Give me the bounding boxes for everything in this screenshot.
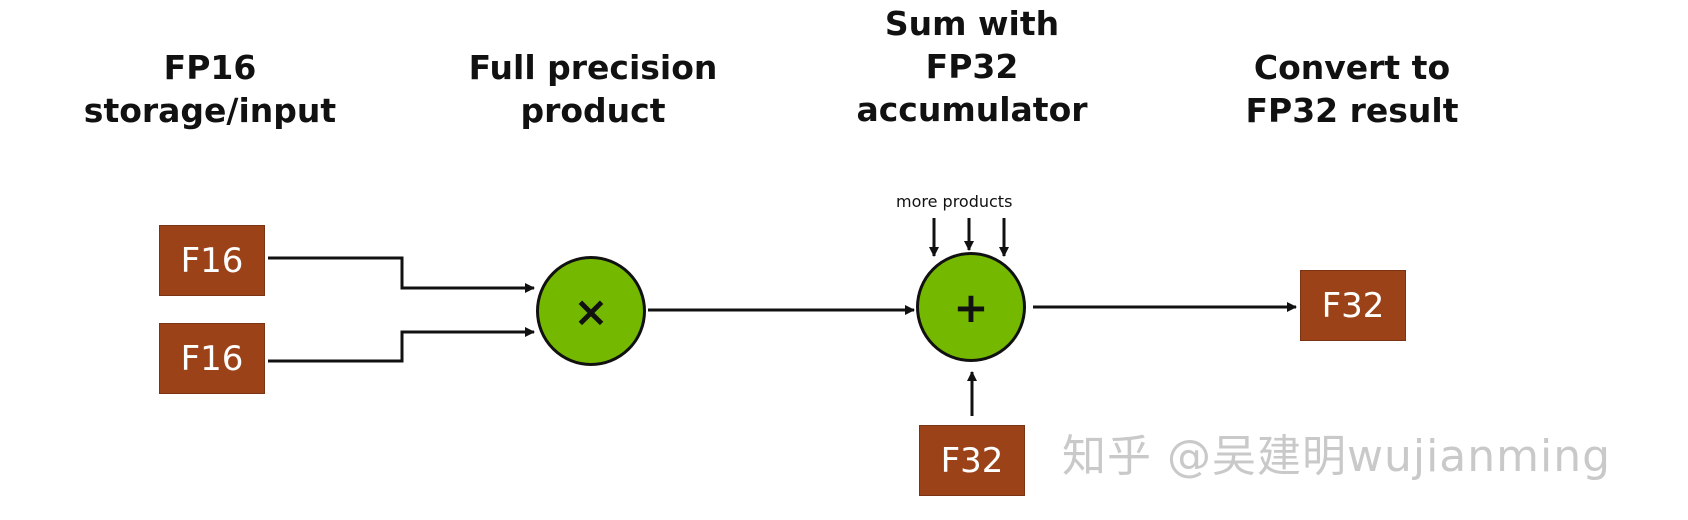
heading-line: storage/input (83, 91, 337, 130)
accumulator-box: F32 (919, 425, 1025, 496)
multiply-node: × (536, 256, 646, 366)
add-node: + (916, 252, 1026, 362)
plus-icon: + (953, 282, 989, 332)
heading-line: FP32 (925, 47, 1019, 86)
wire-input-a-to-multiply (268, 256, 535, 293)
result-box: F32 (1300, 270, 1406, 341)
watermark: 知乎 @吴建明wujianming (1062, 431, 1612, 482)
multiply-icon: × (573, 286, 609, 336)
heading-sum-with-accumulator: Sum with FP32 accumulator (842, 2, 1102, 131)
heading-storage-input: FP16 storage/input (80, 46, 340, 132)
heading-line: Full precision (468, 48, 718, 87)
input-box-b: F16 (159, 323, 265, 394)
heading-line: product (520, 91, 666, 130)
input-box-a: F16 (159, 225, 265, 296)
heading-full-precision-product: Full precision product (463, 46, 723, 132)
more-products-label: more products (896, 192, 1013, 211)
heading-line: accumulator (856, 90, 1088, 129)
heading-line: FP16 (163, 48, 257, 87)
heading-line: Sum with (884, 4, 1060, 43)
wire-input-b-to-multiply (268, 327, 535, 363)
heading-line: FP32 result (1245, 91, 1459, 130)
heading-convert-result: Convert to FP32 result (1222, 46, 1482, 132)
heading-line: Convert to (1253, 48, 1451, 87)
